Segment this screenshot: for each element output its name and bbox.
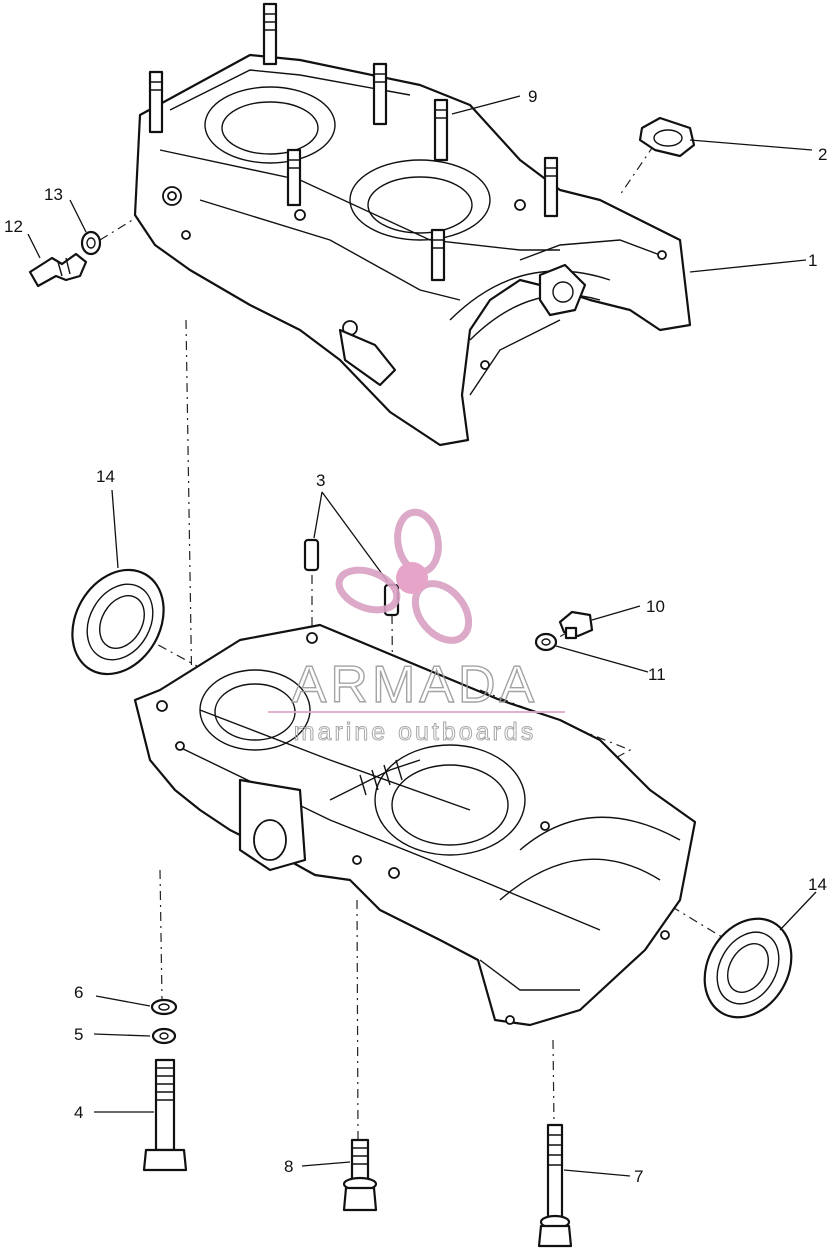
watermark-tagline: marine outboards (294, 718, 537, 746)
part-11-washer (534, 632, 558, 652)
part-2-grommet (638, 116, 696, 158)
part-6-washer (150, 998, 178, 1016)
callout-14-left: 14 (96, 467, 115, 486)
callout-6: 6 (74, 983, 83, 1002)
part-12-fitting (28, 252, 88, 288)
part-5-lock-washer (151, 1027, 177, 1045)
callout-3: 3 (316, 471, 325, 490)
callout-14-right: 14 (808, 875, 827, 894)
crankcase-studs (148, 2, 559, 282)
part-10-fitting (558, 610, 594, 640)
watermark-brand: ARMADA (292, 656, 538, 714)
callout-10: 10 (646, 597, 665, 616)
callout-1: 1 (808, 251, 817, 270)
callout-9: 9 (528, 87, 537, 106)
callout-5: 5 (74, 1025, 83, 1044)
part-7-bolt (537, 1123, 573, 1248)
part-14-oil-seal-left (71, 568, 165, 676)
part-4-bolt (142, 1058, 188, 1172)
part-14-oil-seal-right (703, 917, 793, 1019)
callout-labels: 12 13 9 2 1 14 3 10 11 14 6 5 4 8 7 (4, 87, 827, 1186)
callout-13: 13 (44, 185, 63, 204)
callout-7: 7 (634, 1167, 643, 1186)
callout-leaders (27, 95, 817, 1177)
armada-watermark: ARMADA marine outboards (268, 508, 565, 747)
part-8-bolt (342, 1138, 378, 1212)
callout-4: 4 (74, 1103, 83, 1122)
propeller-logo-icon (335, 508, 473, 644)
callout-2: 2 (818, 145, 827, 164)
lower-crankcase (133, 623, 697, 1027)
callout-11: 11 (648, 665, 666, 684)
callout-8: 8 (284, 1157, 293, 1176)
callout-12: 12 (4, 217, 23, 236)
upper-crankcase (133, 53, 692, 447)
part-13-washer (80, 230, 102, 256)
